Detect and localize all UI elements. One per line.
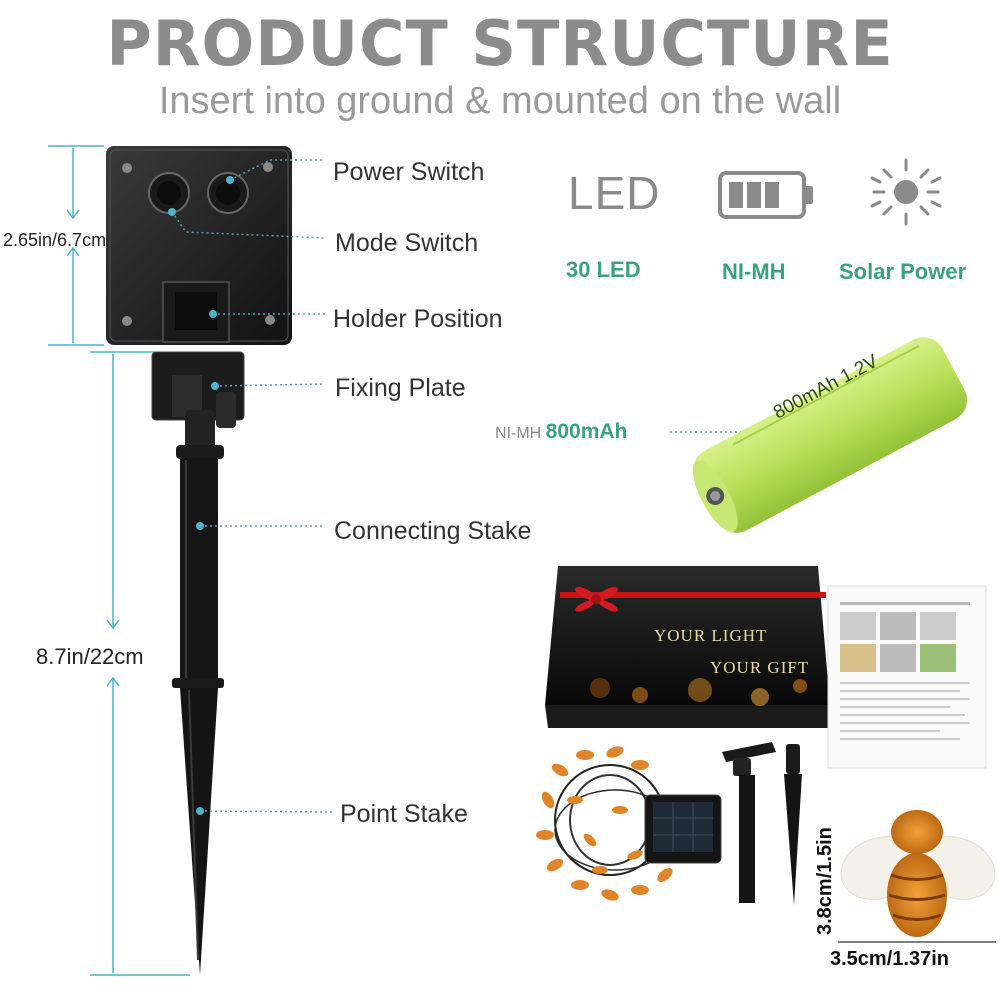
battery-spec-capacity: 800mAh (545, 420, 628, 443)
bee-width-label: 3.5cm/1.37in (830, 948, 949, 970)
page-title: PRODUCT STRUCTURE (106, 7, 894, 80)
battery-type-label: NI-MH (722, 259, 786, 284)
callout-connecting-stake: Connecting Stake (334, 517, 532, 545)
battery-spec-type: NI-MH (495, 425, 542, 442)
led-count-label: 30 LED (566, 257, 641, 282)
point-stake (180, 688, 218, 975)
stake-dimension-line (90, 351, 190, 976)
solar-power-label: Solar Power (839, 259, 967, 284)
panel-height-label: 2.65in/6.7cm (3, 230, 107, 250)
battery-spec: NI-MH 800mAh (495, 420, 627, 444)
gift-box (545, 566, 830, 728)
bee-light (840, 810, 996, 937)
callout-power-switch: Power Switch (333, 158, 485, 186)
leader-lines (171, 159, 782, 813)
small-solar-panel (644, 794, 722, 864)
callout-holder-position: Holder Position (333, 305, 503, 333)
callout-mode-switch: Mode Switch (335, 229, 479, 257)
gift-box-line2: YOUR GIFT (710, 658, 810, 677)
callout-fixing-plate: Fixing Plate (335, 374, 466, 402)
battery-icon (718, 171, 813, 219)
sun-icon (870, 158, 942, 226)
connecting-stake (172, 410, 224, 688)
small-stake-parts (722, 742, 802, 905)
manual-sheet (827, 585, 987, 769)
page-subtitle: Insert into ground & mounted on the wall (158, 80, 842, 122)
aa-battery (692, 337, 967, 533)
solar-panel-box (106, 146, 292, 345)
stake-height-label: 8.7in/22cm (36, 644, 144, 669)
bee-height-label: 3.8cm/1.5in (814, 827, 836, 935)
fixing-plate (151, 351, 245, 428)
panel-dimension-line (48, 145, 104, 346)
string-lights (536, 746, 676, 901)
led-icon: LED (568, 167, 661, 219)
callout-point-stake: Point Stake (340, 800, 468, 828)
gift-box-line1: YOUR LIGHT (654, 626, 768, 645)
